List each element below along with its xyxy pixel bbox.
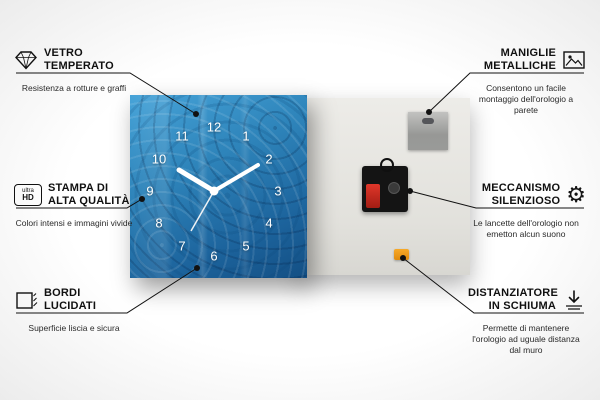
clock-number: 4	[265, 215, 273, 231]
mechanism-hook	[380, 158, 394, 172]
clock-mechanism	[362, 158, 408, 212]
clock-back-panel	[300, 98, 470, 275]
ultra-hd-icon-label-bottom: HD	[22, 192, 34, 202]
polished-edges-icon	[14, 289, 38, 311]
clock-hands	[176, 163, 260, 232]
hanger-slot	[422, 118, 434, 124]
clock-number: 11	[175, 128, 189, 144]
down-arrow-icon	[562, 289, 586, 311]
gear-icon: ⚙	[566, 181, 586, 207]
callout-desc: Consentono un facile montaggio dell'orol…	[478, 83, 574, 116]
callout-header: DISTANZIATORE IN SCHIUMA	[466, 286, 586, 313]
clock-number: 7	[178, 238, 186, 254]
callout-stampa-alta-qualita: ultra HD STAMPA DI ALTA QUALITÀ Colori i…	[14, 181, 134, 229]
picture-frame-icon	[562, 49, 586, 71]
clock-number: 10	[151, 151, 167, 167]
callout-distanziatore-schiuma: DISTANZIATORE IN SCHIUMA Permette di man…	[466, 286, 586, 356]
callout-header: BORDI LUCIDATI	[14, 286, 134, 313]
battery	[366, 184, 380, 208]
clock-number: 6	[210, 248, 218, 264]
callout-desc: Le lancette dell'orologio non emetton al…	[473, 218, 579, 240]
callout-header: MANIGLIE METALLICHE	[466, 46, 586, 73]
callout-title: DISTANZIATORE IN SCHIUMA	[468, 286, 558, 312]
ultra-hd-icon: ultra HD	[14, 183, 42, 206]
callout-header: VETRO TEMPERATO	[14, 46, 134, 73]
callout-desc: Superficie liscia e sicura	[28, 323, 120, 333]
callout-vetro-temperato: VETRO TEMPERATO Resistenza a rotture e g…	[14, 46, 134, 94]
clock-number: 2	[265, 151, 273, 167]
clock-number: 9	[146, 183, 154, 199]
callout-title: BORDI LUCIDATI	[44, 286, 97, 312]
callout-desc: Resistenza a rotture e graffi	[21, 83, 127, 93]
callout-bordi-lucidati: BORDI LUCIDATI Superficie liscia e sicur…	[14, 286, 134, 334]
callout-title: VETRO TEMPERATO	[44, 46, 114, 72]
clock-number: 5	[242, 238, 250, 254]
callout-desc: Colori intensi e immagini vivide	[15, 218, 133, 228]
metal-hanger-plate	[408, 112, 448, 150]
clock-number: 12	[206, 119, 222, 135]
callout-header: ⚙ MECCANISMO SILENZIOSO	[466, 181, 586, 208]
callout-title: MECCANISMO SILENZIOSO	[481, 181, 561, 207]
clock-face: 12 1 2 3 4 5 6 7 8 9 10 11	[130, 95, 307, 278]
foam-spacer	[394, 249, 409, 260]
clock-number: 1	[242, 128, 250, 144]
mechanism-knob	[388, 182, 400, 194]
callout-meccanismo-silenzioso: ⚙ MECCANISMO SILENZIOSO Le lancette dell…	[466, 181, 586, 240]
callout-title: STAMPA DI ALTA QUALITÀ	[48, 181, 130, 207]
clock-number: 8	[155, 215, 163, 231]
callout-desc: Permette di mantenere l'orologio ad ugua…	[472, 323, 580, 356]
diamond-icon	[14, 49, 38, 71]
callout-title: MANIGLIE METALLICHE	[483, 46, 556, 72]
ultra-hd-icon-label-top: ultra	[22, 187, 34, 194]
callout-maniglie-metalliche: MANIGLIE METALLICHE Consentono un facile…	[466, 46, 586, 116]
clock-number: 3	[274, 183, 282, 199]
callout-header: ultra HD STAMPA DI ALTA QUALITÀ	[14, 181, 134, 208]
